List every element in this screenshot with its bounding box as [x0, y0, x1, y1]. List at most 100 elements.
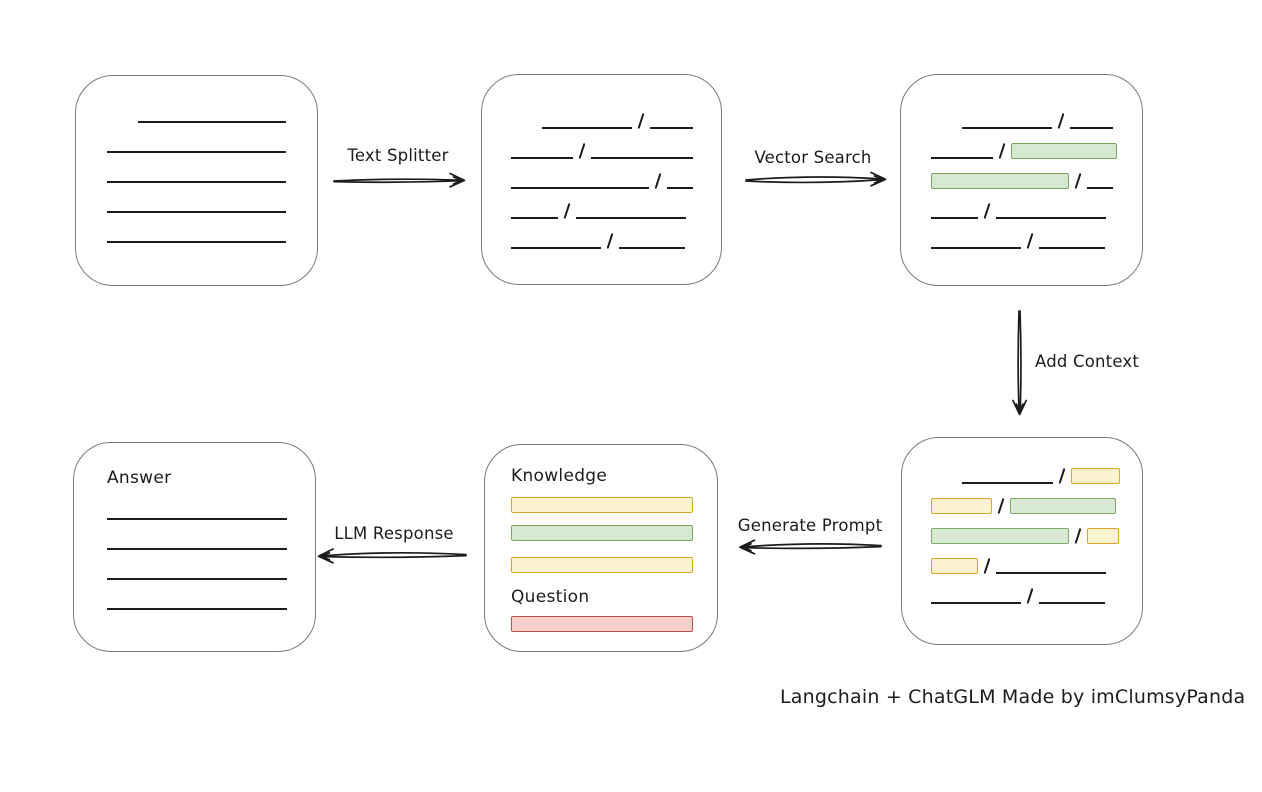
text-line	[107, 211, 286, 213]
slash-separator	[1074, 173, 1082, 189]
text-line	[542, 127, 632, 129]
slash-separator	[998, 143, 1006, 159]
document-box	[75, 75, 318, 286]
green-highlight-chunk	[931, 528, 1069, 544]
pattern-row	[511, 141, 721, 159]
slash-separator	[983, 558, 991, 574]
pattern-row	[511, 231, 721, 249]
pattern-row	[931, 526, 1142, 544]
pattern-row	[107, 532, 315, 550]
pattern-row	[107, 562, 315, 580]
text-line	[962, 482, 1053, 484]
text-line	[962, 127, 1052, 129]
pattern-row	[107, 165, 317, 183]
text-line	[511, 217, 558, 219]
chunk-lines	[482, 75, 721, 249]
text-line	[591, 157, 694, 159]
answer-lines	[74, 502, 315, 610]
pattern-row	[107, 135, 317, 153]
pattern-row	[931, 111, 1142, 129]
vector-search-arrow-label: Vector Search	[754, 148, 872, 167]
prompt-box: Knowledge Question	[484, 444, 718, 652]
diagram-caption: Langchain + ChatGLM Made by imClumsyPand…	[780, 686, 1246, 708]
text-line	[1070, 127, 1114, 129]
slash-separator	[578, 143, 586, 159]
yellow-highlight-chunk	[931, 498, 992, 514]
question-bar-red	[511, 616, 693, 632]
yellow-highlight-chunk	[1071, 468, 1121, 484]
text-line	[931, 602, 1021, 604]
pattern-row	[107, 225, 317, 243]
pattern-row	[107, 592, 315, 610]
text-splitter-arrow	[333, 172, 466, 188]
pattern-row	[931, 231, 1142, 249]
text-line	[107, 181, 286, 183]
knowledge-bar-green	[511, 525, 693, 541]
slash-separator	[1058, 468, 1066, 484]
text-line	[1039, 247, 1106, 249]
pattern-row	[931, 201, 1142, 219]
context-chunks-box	[901, 437, 1143, 645]
answer-box: Answer	[73, 442, 316, 652]
slash-separator	[983, 203, 991, 219]
pattern-row	[931, 496, 1142, 514]
context-lines	[902, 438, 1142, 604]
text-line	[1039, 602, 1106, 604]
text-line	[931, 247, 1021, 249]
retrieved-chunks-box	[900, 74, 1143, 286]
slash-separator	[563, 203, 571, 219]
slash-separator	[1057, 113, 1065, 129]
retrieved-lines	[901, 75, 1142, 249]
text-line	[511, 187, 649, 189]
text-line	[996, 572, 1107, 574]
pattern-row	[107, 502, 315, 520]
yellow-highlight-chunk	[931, 558, 978, 574]
question-label: Question	[511, 587, 590, 607]
text-line	[138, 121, 286, 123]
pattern-row	[931, 466, 1142, 484]
green-highlight-chunk	[1010, 498, 1117, 514]
generate-prompt-arrow	[739, 539, 882, 555]
pattern-row	[511, 111, 721, 129]
slash-separator	[606, 233, 614, 249]
text-line	[996, 217, 1107, 219]
document-lines	[76, 76, 317, 243]
text-splitter-arrow-label: Text Splitter	[347, 146, 449, 165]
pattern-row	[931, 141, 1142, 159]
text-line	[107, 151, 286, 153]
split-chunks-box	[481, 74, 722, 285]
slash-separator	[654, 173, 662, 189]
text-line	[107, 548, 287, 550]
text-line	[511, 247, 601, 249]
text-line	[619, 247, 686, 249]
yellow-highlight-chunk	[1087, 528, 1120, 544]
text-line	[107, 578, 287, 580]
slash-separator	[1026, 588, 1034, 604]
text-line	[931, 217, 978, 219]
text-line	[667, 187, 694, 189]
pattern-row	[511, 201, 721, 219]
add-context-arrow	[1012, 310, 1028, 416]
slash-separator	[637, 113, 645, 129]
pattern-row	[107, 105, 317, 123]
text-line	[576, 217, 687, 219]
text-line	[511, 157, 573, 159]
text-line	[931, 157, 993, 159]
llm-response-arrow	[317, 548, 467, 564]
text-line	[107, 518, 287, 520]
green-highlight-chunk	[1011, 143, 1118, 159]
answer-label: Answer	[107, 468, 172, 488]
green-highlight-chunk	[931, 173, 1069, 189]
text-line	[1087, 187, 1114, 189]
pattern-row	[511, 171, 721, 189]
pattern-row	[931, 586, 1142, 604]
generate-prompt-arrow-label: Generate Prompt	[737, 516, 883, 535]
knowledge-label: Knowledge	[511, 466, 608, 486]
pattern-row	[931, 556, 1142, 574]
text-line	[650, 127, 694, 129]
add-context-arrow-label: Add Context	[1035, 352, 1140, 371]
knowledge-bar-yellow-2	[511, 557, 693, 573]
slash-separator	[1074, 528, 1082, 544]
slash-separator	[997, 498, 1005, 514]
pattern-row	[107, 195, 317, 213]
